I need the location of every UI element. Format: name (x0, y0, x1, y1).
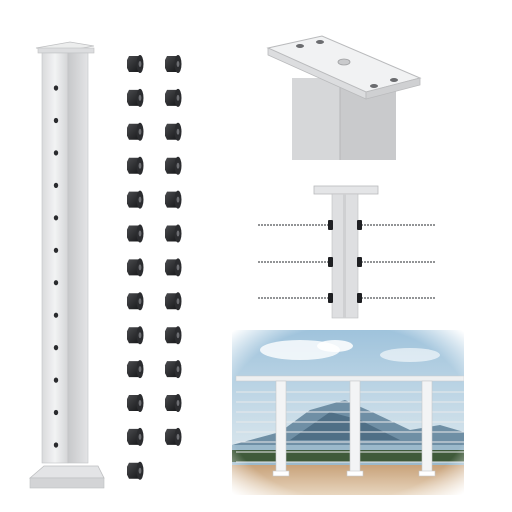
post-hole (53, 85, 59, 91)
grommet (127, 258, 144, 277)
post-hole (53, 312, 59, 318)
grommet (165, 326, 182, 345)
grommet (127, 427, 144, 446)
grommet (127, 326, 144, 345)
post-hole (53, 442, 59, 448)
post-hole (53, 409, 59, 416)
post-cable-holes (53, 85, 59, 448)
grommet (127, 88, 144, 107)
grommet (165, 156, 182, 175)
grommet (127, 292, 144, 311)
grommet (165, 55, 182, 73)
top-plate-closeup (266, 35, 422, 160)
grommet (127, 122, 144, 141)
grommet (165, 88, 182, 107)
grommet (165, 427, 182, 446)
post-hole (53, 117, 59, 124)
post-hole (53, 247, 59, 253)
grommet (165, 190, 182, 209)
deck-railing-scene (232, 330, 465, 495)
grommet (165, 122, 182, 141)
post-hole (53, 280, 59, 286)
grommet (165, 292, 182, 311)
post-hole (53, 182, 59, 188)
grommet (127, 360, 144, 379)
grommet (127, 156, 144, 175)
grommet (127, 394, 144, 412)
main-post (28, 41, 105, 489)
post-hole (53, 345, 59, 351)
grommet (127, 190, 144, 209)
post-hole (53, 150, 59, 156)
post-hole (53, 215, 59, 221)
cable-through-post (258, 185, 436, 319)
grommet (165, 394, 182, 412)
grommet (127, 461, 144, 480)
grommet (127, 224, 144, 243)
grommet (127, 55, 144, 73)
grommet (165, 258, 182, 277)
cable-grommets (127, 55, 182, 480)
post-hole (53, 377, 59, 383)
grommet (165, 224, 182, 243)
grommet (165, 360, 182, 379)
